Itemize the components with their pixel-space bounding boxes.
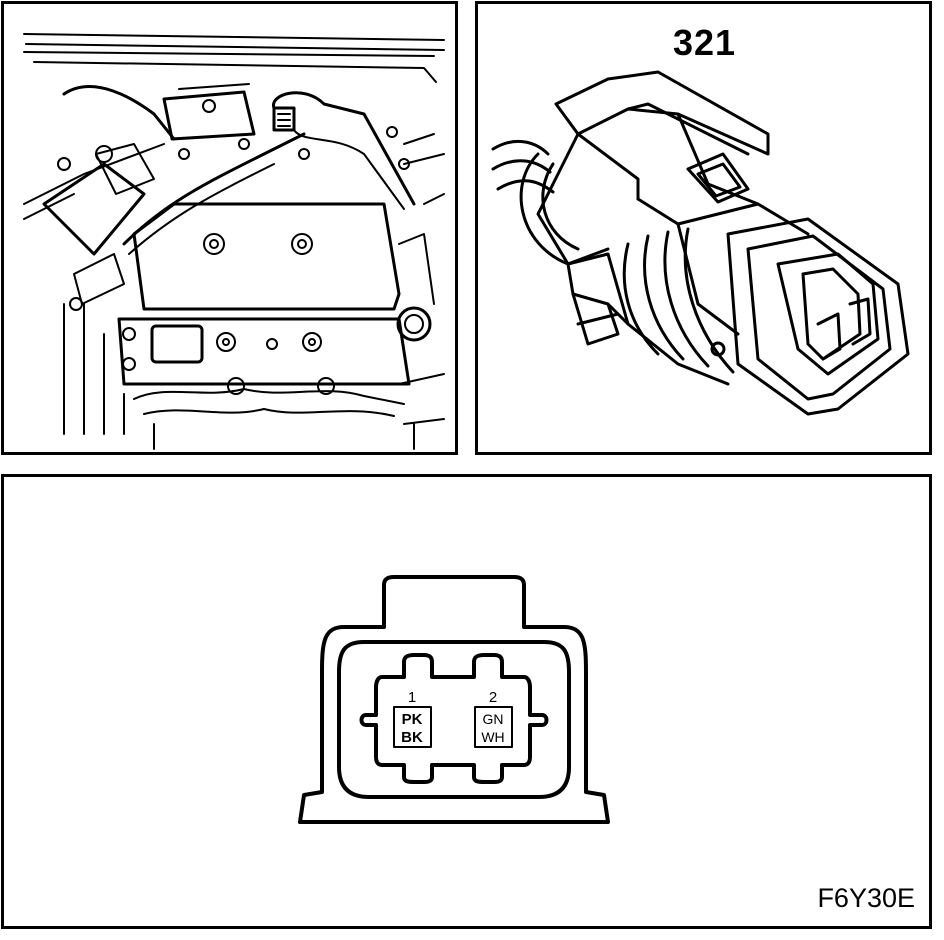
pin-1-wire-color-top: PK — [402, 711, 423, 728]
pinout-panel: 1 PK BK 2 GN WH F6Y30E — [1, 474, 932, 929]
connector-view-panel: 321 — [475, 1, 932, 455]
pin-2-number: 2 — [489, 689, 497, 706]
pin-1-color-box — [393, 706, 432, 748]
connector-face-outline — [359, 653, 549, 784]
connector-3d-illustration — [491, 70, 910, 416]
engine-location-panel — [1, 1, 458, 455]
pin-1-wire-color-bottom: BK — [401, 729, 423, 746]
connector-shell-outline — [298, 575, 610, 824]
connector-inner-outline — [337, 640, 571, 799]
pin-2-wire-color-bottom: WH — [481, 729, 504, 745]
connector-face-diagram: 1 PK BK 2 GN WH — [298, 575, 610, 824]
pin-2-color-box — [474, 706, 513, 748]
pin-1-number: 1 — [408, 689, 416, 706]
engine-location-illustration — [23, 33, 445, 450]
pin-2-wire-color-top: GN — [483, 711, 504, 727]
connector-number-label: 321 — [673, 22, 737, 63]
figure-code-label: F6Y30E — [817, 883, 915, 913]
